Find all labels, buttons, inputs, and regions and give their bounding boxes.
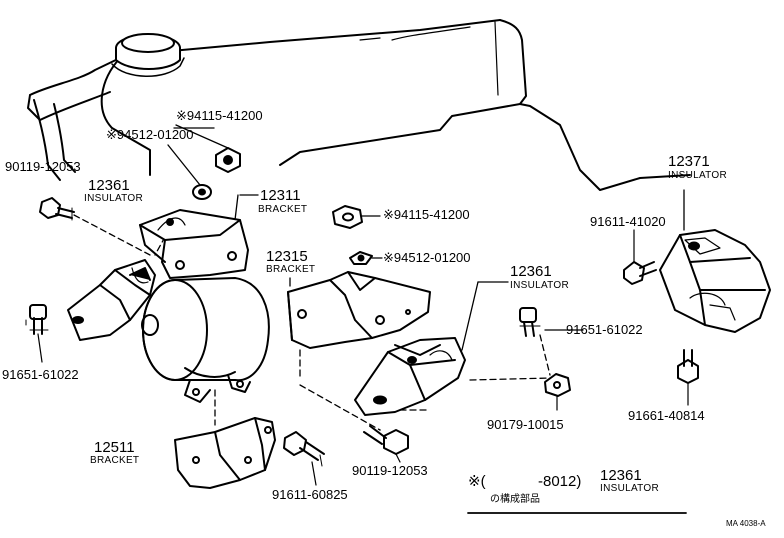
label-insulator-left-name: INSULATOR bbox=[84, 193, 144, 204]
washer-mid-icon bbox=[349, 251, 373, 265]
bracket-bottom-icon bbox=[174, 417, 276, 489]
bolt-bottom-center-icon bbox=[363, 425, 409, 463]
label-insulator-left-no: 12361 bbox=[88, 177, 130, 194]
insulator-center-icon bbox=[354, 337, 466, 416]
label-bolt-center-low: 90179-10015 bbox=[487, 417, 564, 432]
bolt-center-icon bbox=[519, 307, 541, 337]
label-insulator-right-name: INSULATOR bbox=[668, 170, 728, 181]
bolt-left-low-icon bbox=[25, 304, 49, 335]
label-insulator-center-name: INSULATOR bbox=[510, 280, 570, 291]
label-bracket-top-name: BRACKET bbox=[258, 204, 308, 215]
bolt-left-top-icon bbox=[39, 197, 75, 221]
label-bolt-bottom: 91611-60825 bbox=[272, 487, 348, 502]
label-nut-mid: ※94115-41200 bbox=[383, 207, 470, 222]
label-bracket-bottom-name: BRACKET bbox=[90, 455, 140, 466]
washer-top-icon bbox=[192, 184, 212, 200]
bracket-mid-icon bbox=[287, 271, 431, 349]
label-bolt-left-low: 91651-61022 bbox=[2, 367, 79, 382]
hose bbox=[33, 99, 76, 181]
note-range: -8012) bbox=[538, 473, 582, 490]
bolt-right-top-icon bbox=[623, 229, 657, 285]
label-bracket-top-no: 12311 bbox=[260, 187, 301, 204]
label-bracket-mid-no: 12315 bbox=[266, 248, 308, 265]
label-insulator-center-no: 12361 bbox=[510, 263, 552, 280]
note-part-no: 12361 bbox=[600, 467, 642, 484]
insulator-right-icon bbox=[659, 229, 771, 333]
label-washer-top: ※94512-01200 bbox=[106, 127, 194, 142]
note-part-name: INSULATOR bbox=[600, 483, 660, 494]
label-bolt-left-top: 90119-12053 bbox=[5, 159, 81, 174]
filler-cap bbox=[115, 33, 181, 70]
insulator-left-icon bbox=[67, 259, 156, 341]
label-bolt-bottom-center: 90119-12053 bbox=[352, 463, 428, 478]
label-bolt-right-top: 91611-41020 bbox=[590, 214, 666, 229]
note-prefix: ※( bbox=[468, 473, 486, 490]
nut-top-icon bbox=[215, 147, 241, 173]
label-stud-right: 91661-40814 bbox=[628, 408, 705, 423]
leader-lines bbox=[167, 124, 685, 351]
leader-bolt-left-low bbox=[37, 333, 43, 363]
label-bolt-center: 91651-61022 bbox=[566, 322, 643, 337]
label-bracket-bottom-no: 12511 bbox=[94, 439, 135, 456]
mount-body-icon bbox=[141, 277, 270, 403]
note-japanese: の構成部品 bbox=[490, 494, 540, 505]
reference-code: MA 4038-A bbox=[726, 519, 766, 528]
nut-mid-icon bbox=[332, 205, 363, 229]
label-bracket-mid-name: BRACKET bbox=[266, 264, 316, 275]
nut-center-low-icon bbox=[544, 373, 571, 397]
stud-right-icon bbox=[677, 349, 699, 406]
bolt-bottom-icon bbox=[283, 431, 325, 486]
label-insulator-right-no: 12371 bbox=[668, 153, 710, 170]
bracket-top-icon bbox=[139, 209, 249, 279]
label-washer-mid: ※94512-01200 bbox=[383, 250, 471, 265]
label-nut-top: ※94115-41200 bbox=[176, 108, 263, 123]
